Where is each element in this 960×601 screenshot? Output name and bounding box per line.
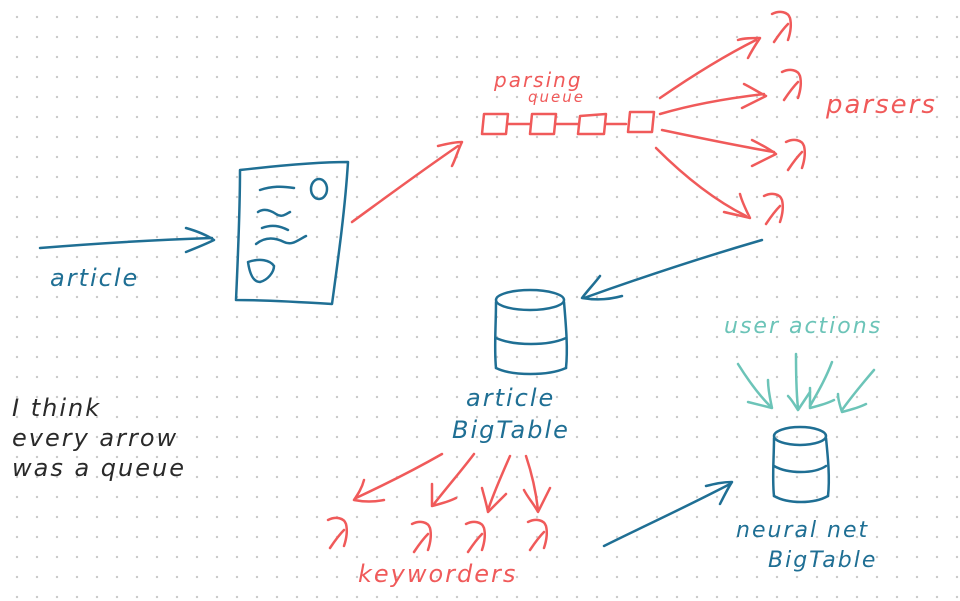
parsers-label: parsers: [826, 90, 937, 120]
note-line-1: I think: [12, 394, 102, 422]
neural-net-bigtable-label-line1: neural net: [736, 518, 870, 543]
note-line-3: was a queue: [12, 454, 186, 482]
note-line-2: every arrow: [12, 424, 179, 452]
keyworders-to-neural-net-arrow: [602, 480, 734, 548]
keyworder-lambda-icons: [326, 516, 549, 554]
parsers-to-bigtable-arrow: [580, 238, 764, 301]
neural-net-bigtable-icon: [771, 425, 831, 504]
keyworders-label: keyworders: [358, 560, 518, 588]
article-label: article: [50, 264, 140, 292]
article-bigtable-icon: [493, 288, 569, 376]
parsing-queue-label-line2: queue: [528, 88, 585, 106]
article-document-icon: [234, 160, 350, 306]
neural-net-bigtable-label-line2: BigTable: [768, 548, 878, 573]
bigtable-to-keyworders-arrows: [352, 452, 552, 514]
article-input-arrow: [38, 226, 216, 254]
queue-to-parsers-arrows: [654, 36, 778, 220]
user-actions-label: user actions: [724, 314, 883, 339]
article-bigtable-label-line1: article: [466, 384, 556, 412]
article-bigtable-label-line2: BigTable: [452, 416, 570, 444]
parsing-queue-label-line1: parsing: [494, 68, 583, 92]
parsing-queue-shape: [480, 110, 656, 136]
parser-lambda-icons: [762, 10, 807, 226]
user-actions-arrows: [736, 352, 876, 414]
document-to-queue-arrow: [350, 140, 464, 224]
